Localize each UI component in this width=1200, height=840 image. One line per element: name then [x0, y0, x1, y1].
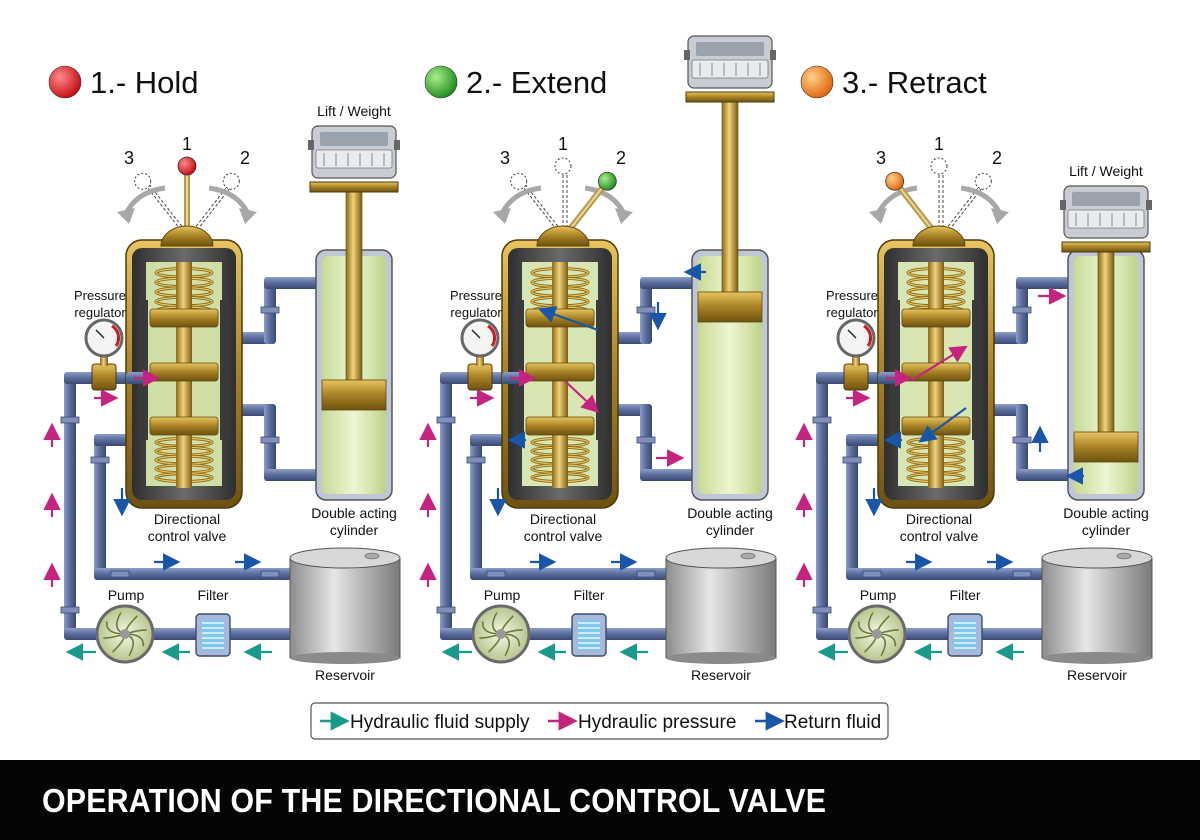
status-indicator-icon — [800, 65, 834, 99]
lever-position-3-label: 3 — [500, 148, 510, 168]
lever[interactable]: 3 1 2 — [869, 134, 1009, 247]
pump-label: Pump — [108, 587, 145, 603]
lever-position-2-label: 2 — [616, 148, 626, 168]
panel-title: 2.- Extend — [466, 65, 607, 100]
lever-position-3-label: 3 — [876, 148, 886, 168]
lever-knob-icon[interactable] — [597, 171, 617, 191]
status-indicator-icon — [424, 65, 458, 99]
pump: Pump — [95, 587, 155, 664]
lever-position-2-label: 2 — [240, 148, 250, 168]
lever-position-1-label: 1 — [934, 134, 944, 154]
legend-supply-label: Hydraulic fluid supply — [350, 712, 530, 733]
lever-position-1-label: 1 — [182, 134, 192, 154]
flow-arrow — [911, 345, 968, 381]
lever-position-1-label: 1 — [558, 134, 568, 154]
pump-label: Pump — [484, 587, 521, 603]
reservoir-label: Reservoir — [691, 667, 751, 683]
lift-weight-label: Lift / Weight — [1069, 163, 1143, 179]
filter: Filter — [195, 587, 231, 657]
legend-pressure-label: Hydraulic pressure — [578, 712, 736, 733]
flow-arrow — [537, 306, 599, 332]
lever-knob-icon[interactable] — [177, 156, 197, 176]
pump: Pump — [471, 587, 531, 664]
filter: Filter — [571, 587, 607, 657]
flow-arrow — [918, 407, 967, 443]
lever[interactable]: 3 1 2 — [493, 134, 633, 247]
directional-control-valve — [125, 239, 243, 509]
filter: Filter — [947, 587, 983, 657]
reservoir: Reservoir — [665, 547, 777, 683]
pump: Pump — [847, 587, 907, 664]
reservoir-label: Reservoir — [1067, 667, 1127, 683]
page-title: OPERATION OF THE DIRECTIONAL CONTROL VAL… — [42, 782, 827, 819]
pump-label: Pump — [860, 587, 897, 603]
filter-label: Filter — [573, 587, 604, 603]
reservoir-label: Reservoir — [315, 667, 375, 683]
legend-return-label: Return fluid — [784, 712, 881, 733]
banner: OPERATION OF THE DIRECTIONAL CONTROL VAL… — [0, 760, 1200, 840]
directional-control-valve — [877, 239, 995, 509]
lever-position-3-label: 3 — [124, 148, 134, 168]
truck-icon — [684, 35, 776, 89]
lever-knob-icon[interactable] — [885, 171, 905, 191]
truck-icon — [308, 125, 400, 179]
lever-position-2-label: 2 — [992, 148, 1002, 168]
reservoir: Reservoir — [289, 547, 401, 683]
truck-icon — [1060, 185, 1152, 239]
reservoir: Reservoir — [1041, 547, 1153, 683]
legend: Hydraulic fluid supply Hydraulic pressur… — [310, 702, 889, 740]
panel-title: 1.- Hold — [90, 65, 199, 100]
lever[interactable]: 3 1 2 — [117, 134, 257, 247]
filter-label: Filter — [949, 587, 980, 603]
status-indicator-icon — [48, 65, 82, 99]
panel-title: 3.- Retract — [842, 65, 987, 100]
filter-label: Filter — [197, 587, 228, 603]
lift-weight-label: Lift / Weight — [317, 103, 391, 119]
flow-arrow — [565, 381, 600, 414]
